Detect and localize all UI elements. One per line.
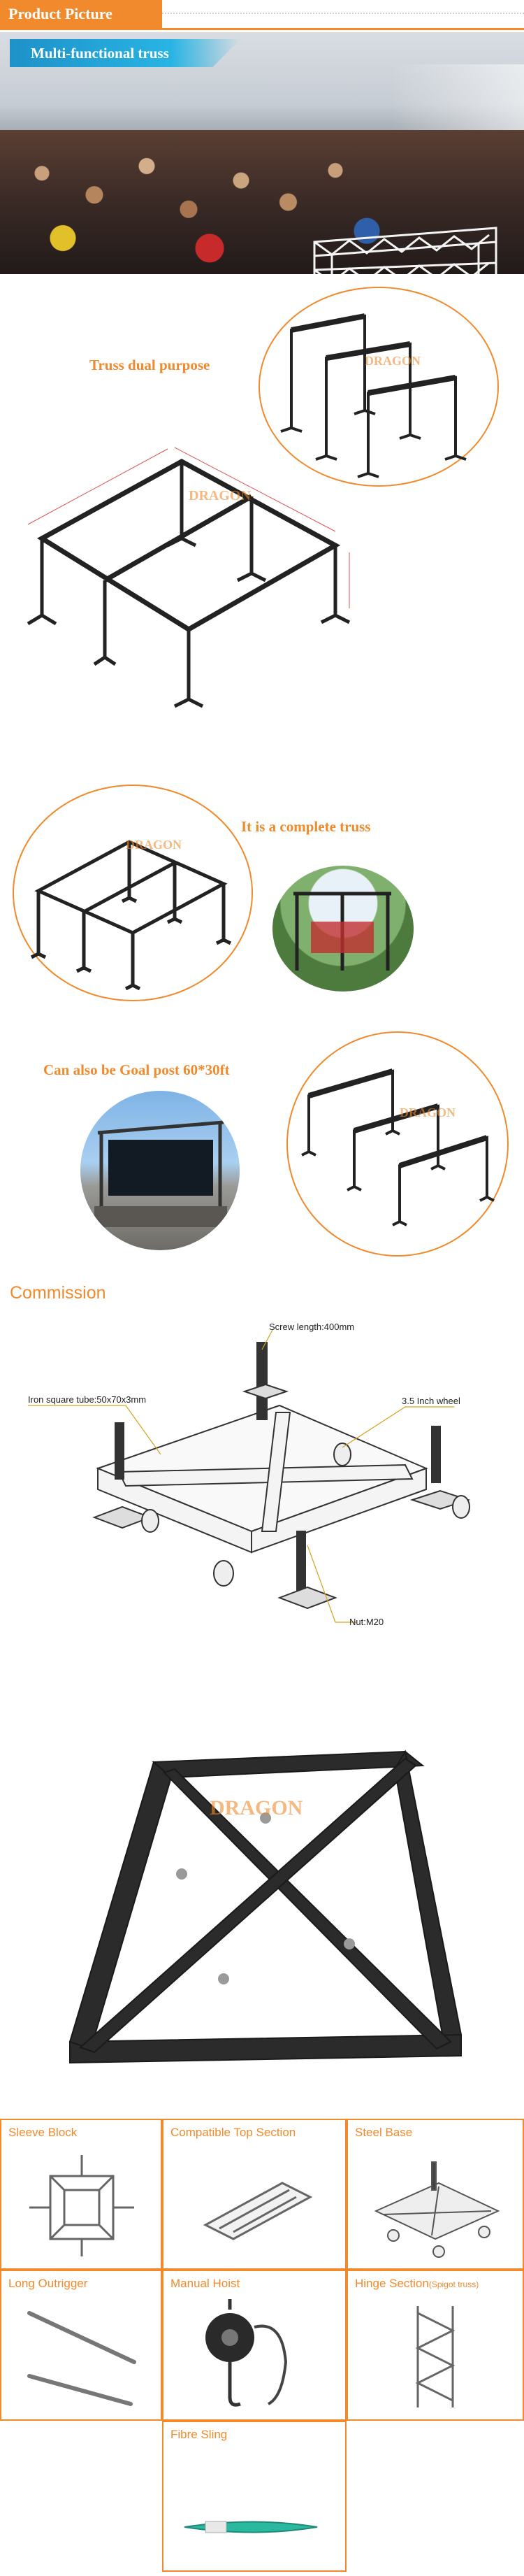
accessory-label: Fibre Sling (170, 2428, 228, 2441)
accessory-card: Steel Base (347, 2119, 524, 2270)
complete-truss-image: DRAGON (30, 838, 232, 991)
watermark-text: DRAGON (210, 1796, 303, 1819)
accessory-label-text: Hinge Section (355, 2277, 429, 2290)
accessory-card: Fibre Sling (162, 2421, 347, 2572)
led-screen-photo (80, 1091, 240, 1250)
steel-base-image (374, 2161, 500, 2258)
accessory-card: Manual Hoist (162, 2270, 347, 2421)
banner-truss-image (313, 227, 497, 274)
goalpost-trio-image-2: DRAGON (301, 1068, 495, 1226)
accessory-label: Compatible Top Section (170, 2126, 296, 2139)
goalpost-ellipse: DRAGON (259, 287, 499, 487)
watermark-text: DRAGON (126, 838, 182, 852)
wheel-callout: 3.5 Inch wheel (402, 1396, 460, 1406)
manual-hoist-image (205, 2299, 288, 2407)
steel-base-diagram: Screw length:400mm Iron square tube:50x7… (28, 1322, 471, 1627)
banner-ribbon: Multi-functional truss (10, 39, 240, 67)
section-title: Product Picture (8, 5, 112, 22)
long-outrigger-image (27, 2311, 136, 2406)
accessory-label: Long Outrigger (8, 2277, 88, 2290)
goal-post-caption: Can also be Goal post 60*30ft (43, 1061, 230, 1078)
sleeve-block-image (29, 2155, 134, 2256)
goalpost-trio-image: DRAGON (280, 313, 467, 478)
commission-heading: Commission (10, 1283, 106, 1303)
watermark-text: DRAGON (400, 1105, 456, 1119)
hinge-section-image (415, 2306, 456, 2407)
accessory-label: Steel Base (355, 2126, 413, 2139)
accessory-card: Sleeve Block (0, 2119, 162, 2270)
section-title-tab: Product Picture (0, 0, 162, 28)
stage-photo-truss (293, 892, 391, 971)
accessory-label: Sleeve Block (8, 2126, 78, 2139)
banner-photo: Multi-functional truss (0, 32, 524, 274)
dual-purpose-caption: Truss dual purpose (89, 357, 210, 373)
tube-callout: Iron square tube:50x70x3mm (28, 1394, 146, 1405)
accessory-label: Hinge Section(Spigot truss) (355, 2277, 479, 2291)
complete-truss-caption: It is a complete truss (241, 818, 371, 835)
roof-system-image: DRAGON (27, 447, 351, 708)
watermark-text: DRAGON (189, 488, 251, 503)
accessory-label-note: (Spigot truss) (428, 2280, 479, 2289)
fibre-sling-image (184, 2521, 318, 2533)
accessory-label: Manual Hoist (170, 2277, 240, 2290)
goalpost-ellipse-2: DRAGON (286, 1031, 509, 1257)
stage-photo (272, 866, 414, 992)
header-underline (0, 28, 524, 30)
accessory-card: Compatible Top Section (162, 2119, 347, 2270)
accessory-card: Hinge Section(Spigot truss) (347, 2270, 524, 2421)
top-section-image (203, 2182, 313, 2240)
banner-ribbon-text: Multi-functional truss (31, 45, 169, 62)
black-steel-frame-image: DRAGON (68, 1749, 463, 2064)
accessory-card: Long Outrigger (0, 2270, 162, 2421)
header-divider (162, 13, 524, 14)
led-screen-structure (94, 1120, 227, 1227)
screw-callout: Screw length:400mm (269, 1322, 354, 1332)
watermark-text: DRAGON (365, 354, 421, 368)
nut-callout: Nut:M20 (349, 1617, 384, 1627)
complete-truss-ellipse: DRAGON (13, 785, 253, 1001)
